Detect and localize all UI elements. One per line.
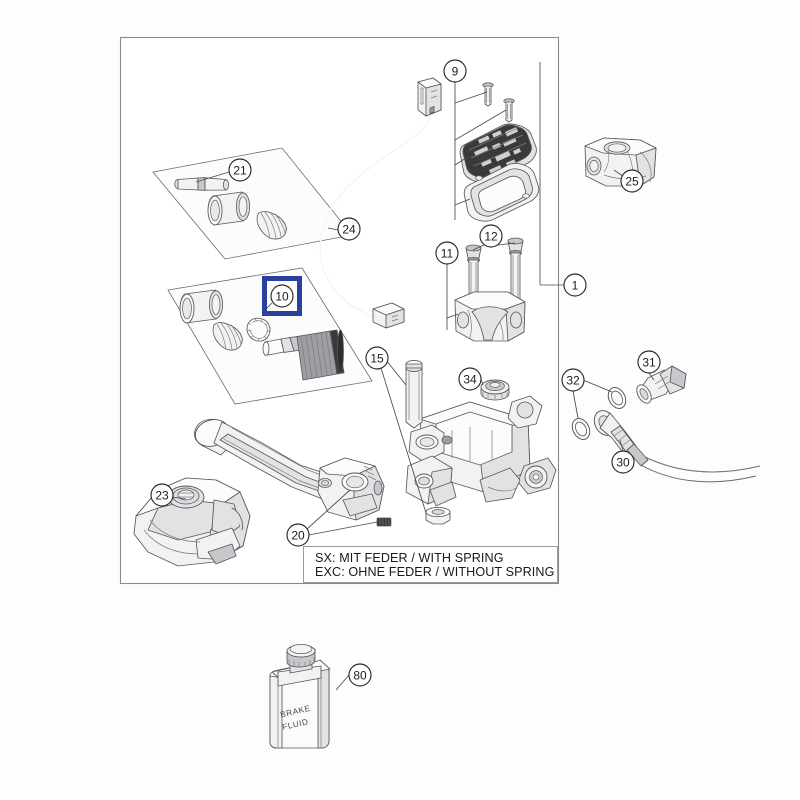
callout-23-label: 23: [155, 489, 169, 503]
callout-32-label: 32: [566, 374, 580, 388]
callout-31[interactable]: 31: [637, 350, 661, 374]
part-handlebar-clamp-lower: [454, 291, 526, 342]
note-line-2: EXC: OHNE FEDER / WITHOUT SPRING: [315, 565, 554, 579]
callout-23[interactable]: 23: [150, 483, 174, 507]
part-brake-light-switch: [417, 77, 442, 117]
callout-34[interactable]: 34: [458, 367, 482, 391]
callout-15[interactable]: 15: [365, 346, 389, 370]
callout-30-label: 30: [616, 456, 630, 470]
callout-9-label: 9: [452, 65, 459, 79]
callout-21[interactable]: 21: [228, 158, 252, 182]
part-repair-kit-lower: [167, 267, 373, 405]
callout-80-label: 80: [353, 669, 367, 683]
callout-11-label: 11: [441, 247, 454, 261]
callout-12-label: 12: [484, 230, 498, 244]
callout-24[interactable]: 24: [337, 217, 361, 241]
part-repair-kit-upper: [152, 147, 353, 260]
callout-9[interactable]: 9: [443, 59, 467, 83]
callout-20[interactable]: 20: [286, 523, 310, 547]
callout-34-label: 34: [463, 373, 477, 387]
part-brake-fluid-can: BRAKE FLUID: [269, 644, 331, 749]
callout-15-label: 15: [370, 352, 384, 366]
callout-80[interactable]: 80: [348, 663, 372, 687]
callout-25[interactable]: 25: [620, 169, 644, 193]
part-lock-nut: [425, 506, 451, 525]
part-reservoir-cap: [480, 379, 510, 401]
callout-20-label: 20: [291, 529, 305, 543]
callout-21-label: 21: [233, 164, 247, 178]
part-sealing-rings: [571, 387, 627, 440]
part-handlebar-clamp-upper: [584, 137, 657, 187]
part-electronics-module: [459, 82, 540, 222]
part-pivot-bolt: [405, 359, 423, 429]
callout-25-label: 25: [625, 175, 639, 189]
part-switch-cable: [319, 115, 431, 329]
callout-32[interactable]: 32: [561, 368, 585, 392]
part-master-cylinder-body: [405, 395, 557, 507]
note-line-1: SX: MIT FEDER / WITH SPRING: [315, 551, 504, 565]
note-box: [303, 546, 558, 583]
part-banjo-bolt: [636, 365, 687, 404]
callout-group: 1 9 10 11 12 15: [150, 59, 661, 687]
callout-1[interactable]: 1: [563, 273, 587, 297]
callout-10[interactable]: 10: [270, 284, 294, 308]
callout-11[interactable]: 11: [435, 241, 459, 265]
part-brake-line: [593, 410, 761, 483]
callout-10-label: 10: [275, 290, 289, 304]
callout-1-label: 1: [572, 279, 579, 293]
callout-10-highlight: [262, 276, 302, 316]
callout-24-label: 24: [342, 223, 356, 237]
callout-31-label: 31: [642, 356, 656, 370]
callout-12[interactable]: 12: [479, 224, 503, 248]
callout-30[interactable]: 30: [611, 450, 635, 474]
